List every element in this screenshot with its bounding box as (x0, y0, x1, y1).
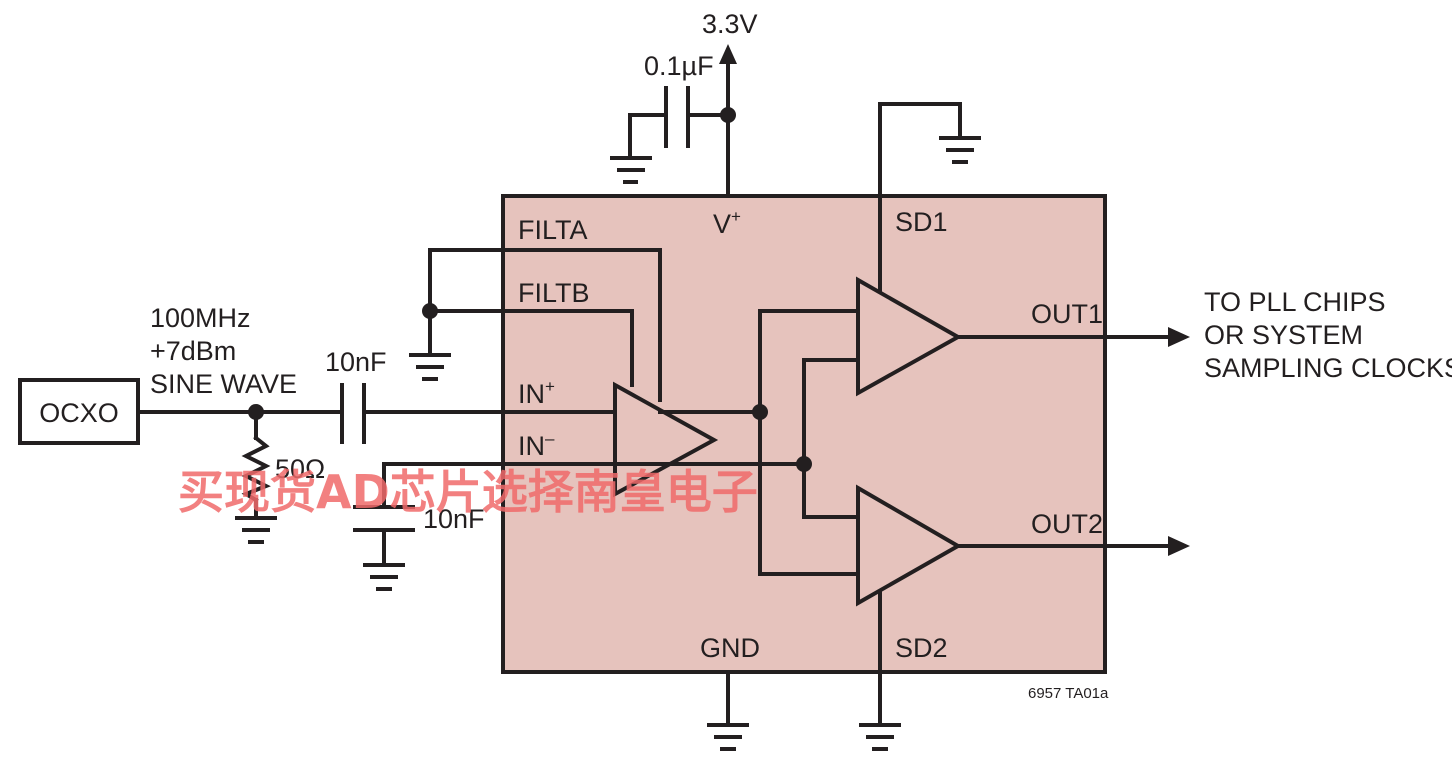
source-desc-1: 100MHz (150, 303, 251, 333)
source-desc-3: SINE WAVE (150, 369, 297, 399)
figure-id: 6957 TA01a (1028, 685, 1109, 702)
output-amplifier-1 (856, 276, 963, 397)
filter-wires (428, 248, 662, 402)
in-minus-cap (353, 462, 505, 567)
sd1-wire (878, 102, 962, 198)
ocxo-box (18, 378, 140, 445)
pin-out2: OUT2 (1031, 509, 1103, 539)
pin-in-plus: IN+ (518, 377, 555, 409)
supply-junction (720, 107, 736, 123)
pin-vplus: V+ (713, 207, 741, 239)
pin-in-minus: IN– (518, 429, 555, 461)
junction-dot (796, 456, 812, 472)
pin-out1: OUT1 (1031, 299, 1103, 329)
bypass-cap-label: 0.1µF (644, 51, 714, 81)
watermark-text: 买现货AD芯片选择南皇电子 (178, 465, 758, 519)
out2-arrow (1168, 536, 1190, 556)
pin-gnd: GND (700, 633, 760, 663)
supply-voltage-label: 3.3V (702, 9, 758, 39)
in-minus-cap-label: 10nF (423, 504, 485, 534)
source-desc-2: +7dBm (150, 336, 236, 366)
supply-arrow (719, 44, 737, 64)
ground-icon (235, 516, 277, 544)
ground-icon (409, 353, 451, 381)
pin-sd2: SD2 (895, 633, 948, 663)
output-amplifier-2 (856, 484, 963, 607)
ground-icon (939, 136, 981, 164)
filter-junction (422, 303, 438, 319)
pin-filtb: FILTB (518, 278, 590, 308)
coupling-cap-label: 10nF (325, 347, 387, 377)
output-note-2: OR SYSTEM (1204, 320, 1363, 350)
ocxo-label: OCXO (39, 398, 119, 428)
pin-filta: FILTA (518, 215, 588, 245)
ground-icon (707, 723, 749, 751)
out1-arrow (1168, 327, 1190, 347)
supply-wires (628, 60, 730, 198)
output-note-1: TO PLL CHIPS (1204, 287, 1386, 317)
junction-dot (752, 404, 768, 420)
ground-icon (363, 563, 405, 591)
resistor-label: 50Ω (275, 454, 325, 484)
input-junction (248, 404, 264, 420)
input-wires (136, 383, 617, 520)
pin-sd1: SD1 (895, 207, 948, 237)
internal-wires (613, 309, 860, 576)
ground-icon (610, 156, 652, 184)
ground-icon (859, 723, 901, 751)
resistor-50ohm (241, 435, 271, 503)
output-note-3: SAMPLING CLOCKS (1204, 353, 1452, 383)
